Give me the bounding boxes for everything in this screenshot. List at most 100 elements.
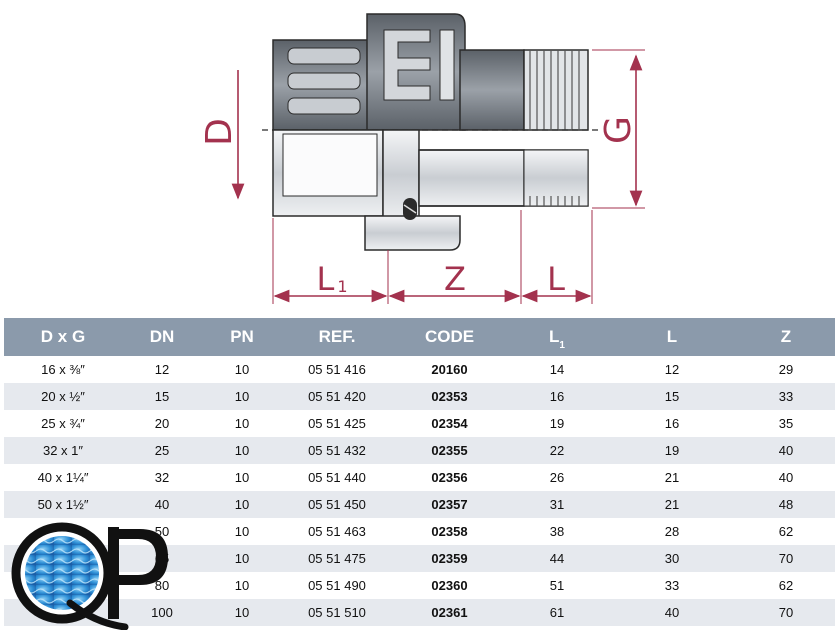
cell-pn: 10	[202, 410, 282, 437]
cell-z: 40	[737, 464, 835, 491]
cell-l: 19	[607, 437, 737, 464]
cell-ref: 05 51 432	[282, 437, 392, 464]
cell-dn: 100	[122, 599, 202, 626]
cell-dxg: 32 x 1″	[4, 437, 122, 464]
fitting-section-half	[272, 129, 589, 251]
dimension-lines	[231, 49, 645, 304]
cell-code: 02361	[392, 599, 507, 626]
cell-pn: 10	[202, 464, 282, 491]
cell-ref: 05 51 510	[282, 599, 392, 626]
cell-z: 40	[737, 437, 835, 464]
cell-z: 29	[737, 356, 835, 383]
cell-l: 16	[607, 410, 737, 437]
cell-dxg: 20 x ½″	[4, 383, 122, 410]
cell-z: 35	[737, 410, 835, 437]
cell-l1: 26	[507, 464, 607, 491]
dim-label-d: D	[199, 118, 240, 146]
cell-code: 02354	[392, 410, 507, 437]
cell-ref: 05 51 490	[282, 572, 392, 599]
cell-l: 33	[607, 572, 737, 599]
col-header-code: CODE	[392, 318, 507, 356]
col-header-pn: PN	[202, 318, 282, 356]
cell-l1: 44	[507, 545, 607, 572]
cell-l: 12	[607, 356, 737, 383]
col-header-z: Z	[737, 318, 835, 356]
cell-z: 70	[737, 599, 835, 626]
table-header-row: D x G DN PN REF. CODE L1 L Z	[4, 318, 835, 356]
cell-pn: 10	[202, 572, 282, 599]
cell-dxg: 16 x ⅜″	[4, 356, 122, 383]
cell-l1: 31	[507, 491, 607, 518]
fitting-exterior-half	[272, 13, 589, 131]
cell-l1: 51	[507, 572, 607, 599]
cell-l: 15	[607, 383, 737, 410]
cell-l: 40	[607, 599, 737, 626]
col-header-l1-main: L	[549, 327, 560, 346]
cell-z: 70	[737, 545, 835, 572]
cell-l: 30	[607, 545, 737, 572]
cell-z: 48	[737, 491, 835, 518]
cell-l1: 16	[507, 383, 607, 410]
cell-code: 02358	[392, 518, 507, 545]
cell-dn: 32	[122, 464, 202, 491]
cell-pn: 10	[202, 356, 282, 383]
cell-z: 62	[737, 572, 835, 599]
cell-dxg: 25 x ¾″	[4, 410, 122, 437]
cell-l1: 61	[507, 599, 607, 626]
cell-ref: 05 51 416	[282, 356, 392, 383]
cell-code: 02360	[392, 572, 507, 599]
cell-l: 28	[607, 518, 737, 545]
cell-code: 02355	[392, 437, 507, 464]
dim-label-g: G	[598, 116, 639, 144]
cell-code: 02356	[392, 464, 507, 491]
qp-logo	[11, 522, 168, 630]
cell-pn: 10	[202, 383, 282, 410]
cell-l1: 38	[507, 518, 607, 545]
cell-pn: 10	[202, 437, 282, 464]
cell-code: 02359	[392, 545, 507, 572]
dim-label-z: Z	[444, 260, 466, 298]
dim-label-l: L	[547, 260, 565, 298]
cell-dn: 25	[122, 437, 202, 464]
cell-l: 21	[607, 464, 737, 491]
cell-dxg: 50 x 1½″	[4, 491, 122, 518]
cell-dxg: 40 x 1¼″	[4, 464, 122, 491]
col-header-l1: L1	[507, 318, 607, 356]
col-header-ref: REF.	[282, 318, 392, 356]
cell-ref: 05 51 440	[282, 464, 392, 491]
cell-ref: 05 51 463	[282, 518, 392, 545]
cell-code: 02353	[392, 383, 507, 410]
cell-l1: 14	[507, 356, 607, 383]
cell-ref: 05 51 425	[282, 410, 392, 437]
cell-z: 33	[737, 383, 835, 410]
cell-pn: 10	[202, 491, 282, 518]
cell-code: 02357	[392, 491, 507, 518]
cell-l: 21	[607, 491, 737, 518]
col-header-l1-sub: 1	[559, 340, 565, 351]
cell-ref: 05 51 420	[282, 383, 392, 410]
cell-dn: 20	[122, 410, 202, 437]
cell-dn: 12	[122, 356, 202, 383]
cell-ref: 05 51 475	[282, 545, 392, 572]
cell-ref: 05 51 450	[282, 491, 392, 518]
cell-pn: 10	[202, 545, 282, 572]
cell-pn: 10	[202, 599, 282, 626]
cell-z: 62	[737, 518, 835, 545]
col-header-dxg: D x G	[4, 318, 122, 356]
cell-dn: 15	[122, 383, 202, 410]
col-header-l: L	[607, 318, 737, 356]
col-header-dn: DN	[122, 318, 202, 356]
cell-l1: 19	[507, 410, 607, 437]
cell-code: 20160	[392, 356, 507, 383]
cell-dn: 40	[122, 491, 202, 518]
